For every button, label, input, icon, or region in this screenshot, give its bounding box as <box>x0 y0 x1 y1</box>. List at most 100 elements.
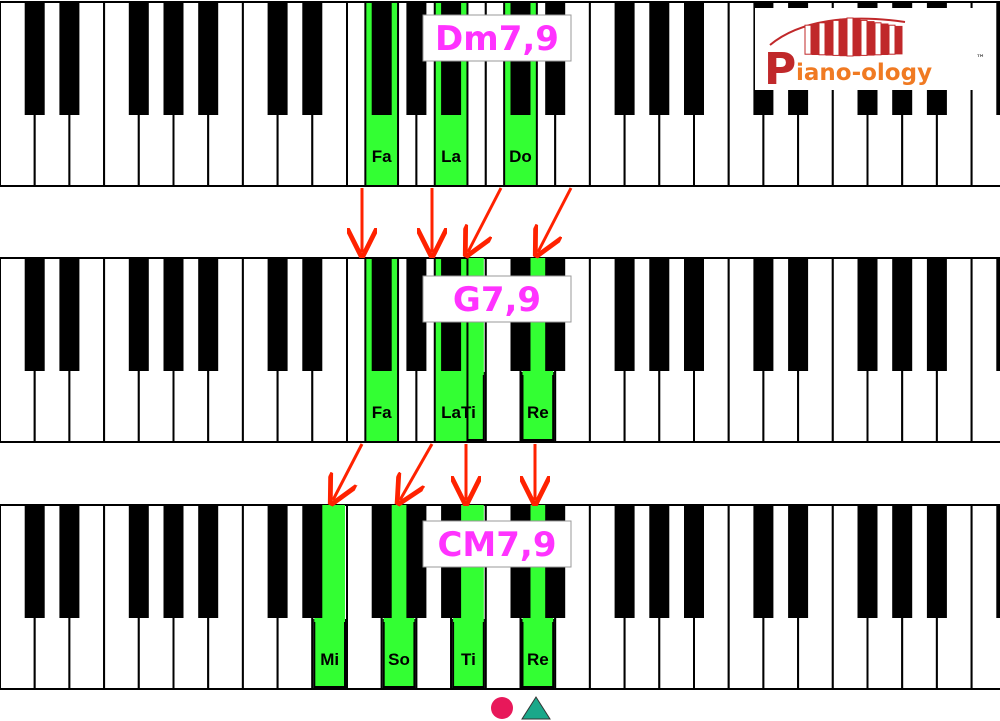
black-key <box>163 2 184 115</box>
chord-label-3: CM7,9 <box>422 520 572 568</box>
highlighted-white-key <box>521 372 555 441</box>
black-key <box>267 505 288 618</box>
logo-key <box>811 23 819 55</box>
voice-leading-arrows-1 <box>362 187 573 252</box>
logo-key <box>832 19 840 56</box>
black-key <box>406 505 427 618</box>
highlighted-white-key <box>313 619 346 688</box>
chord-label-2: G7,9 <box>422 275 572 323</box>
black-key <box>788 505 809 618</box>
arrow-la-so <box>400 443 434 500</box>
logo-key <box>825 21 833 56</box>
logo-key <box>867 21 875 56</box>
black-key <box>753 505 774 618</box>
logo-letter: P <box>764 44 796 95</box>
keyboard-cm7-9: Mi So Ti Re <box>0 504 1000 690</box>
note-label: Do <box>509 147 532 166</box>
black-key <box>371 2 392 115</box>
logo-keys-graphic <box>769 17 906 57</box>
logo-key <box>888 24 896 55</box>
black-key <box>892 258 913 371</box>
highlighted-white-key <box>452 619 485 688</box>
note-label: Fa <box>372 147 392 166</box>
highlighted-white-key <box>382 619 416 688</box>
black-key <box>857 258 878 371</box>
teal-triangle-icon <box>521 696 551 720</box>
black-key <box>614 2 635 115</box>
note-label: Mi <box>320 650 339 669</box>
black-key <box>788 258 809 371</box>
note-label: So <box>388 650 410 669</box>
chord-name-dm7-9: Dm7,9 <box>435 19 559 59</box>
black-key <box>302 258 323 371</box>
black-key <box>649 2 670 115</box>
chord-name-g7-9: G7,9 <box>453 280 541 320</box>
black-key <box>267 2 288 115</box>
black-key <box>371 258 392 371</box>
note-label: Re <box>527 650 549 669</box>
black-key <box>614 258 635 371</box>
black-key <box>198 505 219 618</box>
highlighted-white-key <box>521 619 555 688</box>
arrow-fa-mi <box>333 443 364 500</box>
logo-key <box>881 23 889 55</box>
note-label: Re <box>527 403 549 422</box>
black-key <box>24 258 45 371</box>
black-key <box>163 505 184 618</box>
black-key <box>996 505 1000 618</box>
black-key <box>24 505 45 618</box>
black-key <box>24 2 45 115</box>
note-label: Ti <box>461 650 476 669</box>
voice-leading-arrows-2 <box>333 443 535 500</box>
black-key <box>857 505 878 618</box>
black-key <box>649 505 670 618</box>
logo-key <box>853 18 861 57</box>
black-key <box>59 2 80 115</box>
logo-key <box>818 22 826 56</box>
black-key <box>128 258 149 371</box>
logo-trademark: ™ <box>976 54 985 64</box>
black-key <box>684 258 704 371</box>
black-key <box>302 2 323 115</box>
black-key <box>926 505 947 618</box>
logo-key <box>804 24 812 55</box>
chord-name-cm7-9: CM7,9 <box>437 525 556 565</box>
black-key <box>128 2 149 115</box>
black-key <box>406 258 427 371</box>
black-key <box>614 505 635 618</box>
black-key <box>371 505 392 618</box>
black-key <box>198 258 219 371</box>
logo-key <box>874 22 882 56</box>
logo-key <box>860 19 868 56</box>
note-label: La <box>441 403 461 422</box>
logo-key <box>839 18 847 57</box>
black-key <box>128 505 149 618</box>
black-key <box>649 258 670 371</box>
black-key <box>996 258 1000 371</box>
black-key <box>892 505 913 618</box>
black-key <box>267 258 288 371</box>
arrow-mi-re <box>538 187 573 252</box>
note-label: La <box>441 147 461 166</box>
logo-text: iano-ology <box>796 60 932 86</box>
note-label: Fa <box>372 403 392 422</box>
logo-key <box>895 25 903 55</box>
pianology-logo: P iano-ology ™ <box>755 8 993 95</box>
black-key <box>753 258 774 371</box>
black-key <box>59 505 80 618</box>
black-key <box>926 258 947 371</box>
black-key <box>684 505 704 618</box>
black-key <box>684 2 704 115</box>
white-key <box>970 504 1000 690</box>
black-key <box>59 258 80 371</box>
black-key <box>198 2 219 115</box>
logo-key <box>846 17 854 57</box>
arrow-do-ti <box>468 187 503 252</box>
chord-label-1: Dm7,9 <box>422 14 572 62</box>
black-key <box>302 505 323 618</box>
white-key <box>970 257 1000 443</box>
black-key <box>406 2 427 115</box>
red-circle-icon <box>491 697 513 719</box>
black-key <box>996 2 1000 115</box>
